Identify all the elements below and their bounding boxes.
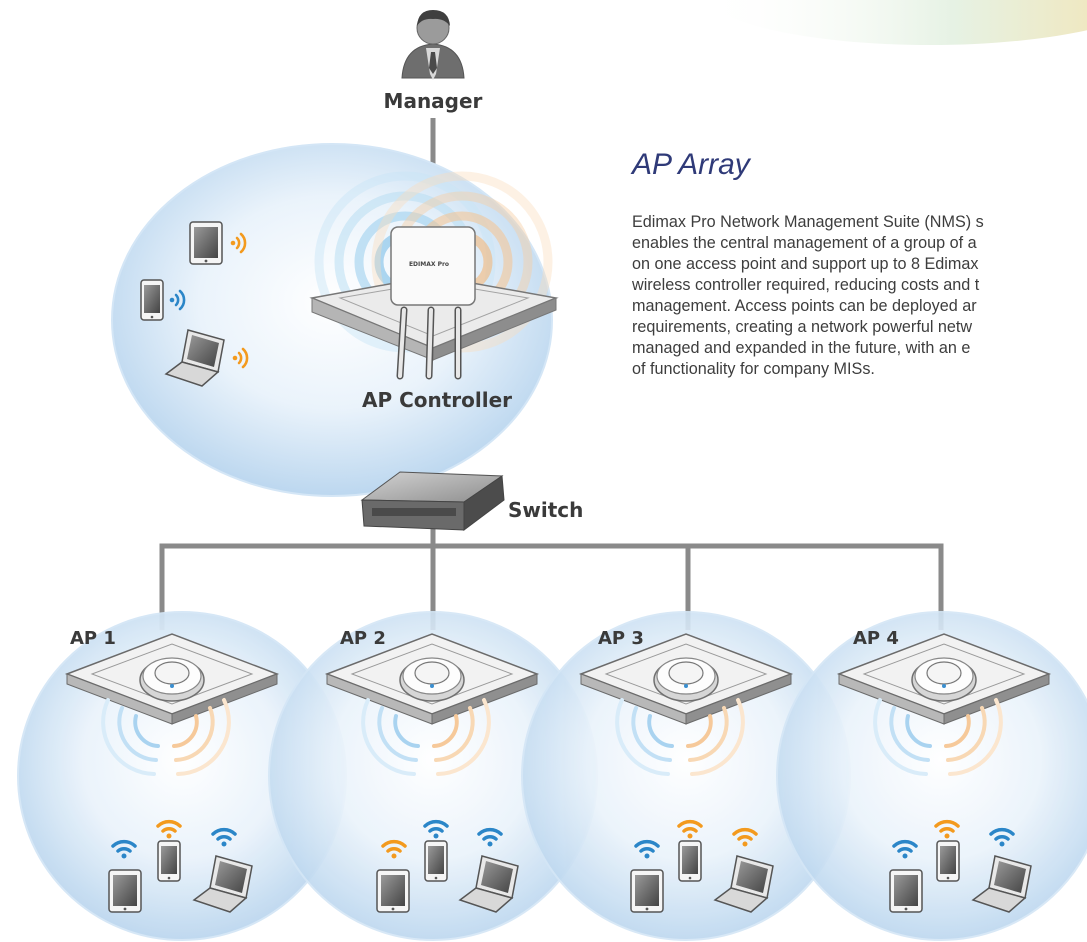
ap-controller-label: AP Controller: [362, 388, 512, 412]
phone-icon: [936, 840, 960, 882]
edimax-logo: EDIMAX Pro: [409, 261, 449, 268]
ap-controller-device: EDIMAX Pro: [390, 226, 476, 380]
paragraph-line: management. Access points can be deploye…: [632, 297, 977, 315]
tablet-icon: [376, 869, 410, 913]
paragraph-line: wireless controller required, reducing c…: [632, 276, 980, 294]
paragraph-line: on one access point and support up to 8 …: [632, 255, 979, 273]
ap4-label: AP 4: [853, 628, 899, 649]
tablet-icon: [630, 869, 664, 913]
ap1-label: AP 1: [70, 628, 116, 649]
phone-icon: [678, 840, 702, 882]
ap2-label: AP 2: [340, 628, 386, 649]
paragraph-line: managed and expanded in the future, with…: [632, 339, 971, 357]
paragraph-line: requirements, creating a network powerfu…: [632, 318, 973, 336]
phone-icon: [157, 840, 181, 882]
paragraph-line: enables the central management of a grou…: [632, 234, 977, 252]
tablet-icon: [889, 869, 923, 913]
tablet-icon: [108, 869, 142, 913]
manager-icon: [401, 10, 465, 80]
ap3-label: AP 3: [598, 628, 644, 649]
decorative-wash: [703, 0, 1087, 45]
paragraph-line: Edimax Pro Network Management Suite (NMS…: [632, 213, 984, 231]
article-title: AP Array: [632, 148, 750, 181]
tablet-icon: [189, 221, 223, 265]
switch-label: Switch: [508, 498, 583, 522]
paragraph-line: of functionality for company MISs.: [632, 360, 875, 378]
article-paragraph: Edimax Pro Network Management Suite (NMS…: [632, 212, 1087, 380]
phone-icon: [140, 279, 164, 321]
phone-icon: [424, 840, 448, 882]
switch-icon: [360, 471, 505, 531]
manager-label: Manager: [384, 89, 483, 113]
